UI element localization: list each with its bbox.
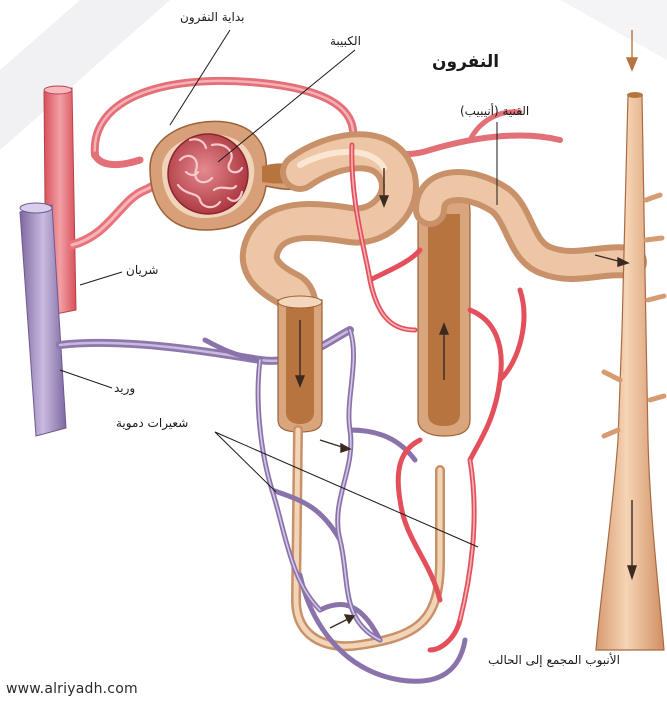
loop-of-henle: [296, 430, 440, 646]
site-credit: www.alriyadh.com: [6, 681, 138, 697]
label-capillaries: شعيرات دموية: [116, 416, 188, 430]
label-artery: شريان: [126, 263, 158, 277]
label-vein: وريد: [114, 381, 135, 395]
diagram-title: النفرون: [432, 52, 499, 72]
label-nephron-start: بداية النفرون: [180, 10, 244, 24]
label-tubule: القنية (أنيبيب): [460, 104, 529, 118]
glomerulus-ball: [168, 134, 248, 214]
label-collecting-duct: الأنبوب المجمع إلى الحالب: [488, 653, 620, 667]
proximal-tubule: [260, 151, 399, 320]
background-sheen: [0, 0, 170, 150]
label-glomerulus: الكبيبة: [330, 34, 361, 48]
